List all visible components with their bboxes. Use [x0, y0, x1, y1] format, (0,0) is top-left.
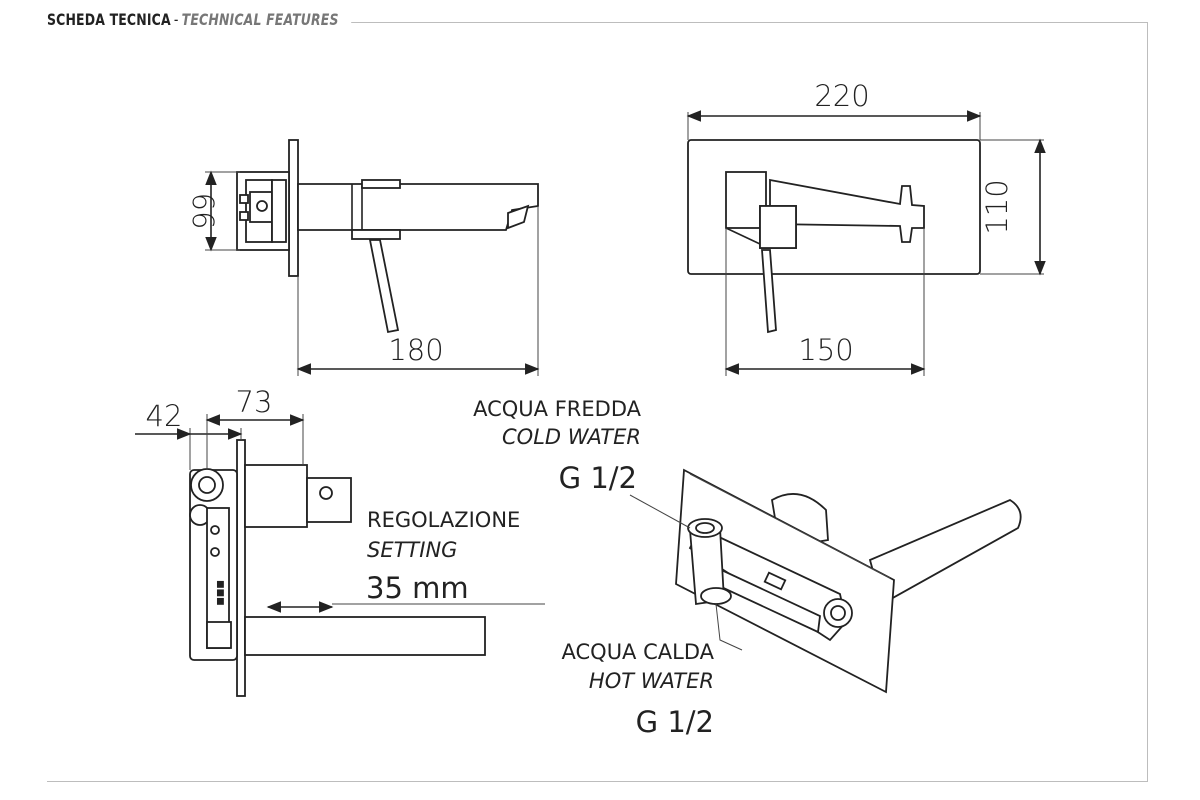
hot-label-it: ACQUA CALDA	[562, 640, 715, 664]
side-view: 66 180	[186, 139, 540, 376]
perspective-view	[629, 468, 1022, 694]
hot-label-en: HOT WATER	[589, 669, 714, 693]
setting-label-it: REGOLAZIONE	[367, 508, 520, 532]
setting-label-en: SETTING	[367, 538, 457, 562]
dim-side-height: 66	[186, 193, 220, 230]
dim-rear-depth-b: 73	[236, 385, 273, 419]
cold-label-it: ACQUA FREDDA	[473, 397, 642, 421]
sheet-header: SCHEDA TECNICA-TECHNICAL FEATURES	[47, 10, 352, 29]
dim-front-width: 220	[814, 79, 869, 113]
setting-range: 35 mm	[366, 571, 469, 605]
sheet-frame	[47, 22, 1148, 782]
dim-rear-depth-a: 42	[146, 399, 183, 433]
header-title-en: TECHNICAL FEATURES	[181, 10, 339, 29]
front-view: 220 110 150	[686, 79, 1046, 376]
installation-view: ■■■ 42 73 REGOLAZIONE SETTING 35 mm	[135, 385, 545, 697]
cold-label-en: COLD WATER	[502, 425, 641, 449]
dim-side-length: 180	[388, 333, 443, 367]
dim-front-height: 110	[980, 179, 1014, 234]
dim-front-spout: 150	[798, 333, 853, 367]
cold-thread: G 1/2	[559, 461, 637, 495]
header-separator: -	[173, 10, 179, 29]
hot-thread: G 1/2	[636, 705, 714, 739]
header-title-it: SCHEDA TECNICA	[47, 10, 171, 29]
brand-mark: ■■■	[215, 580, 225, 606]
